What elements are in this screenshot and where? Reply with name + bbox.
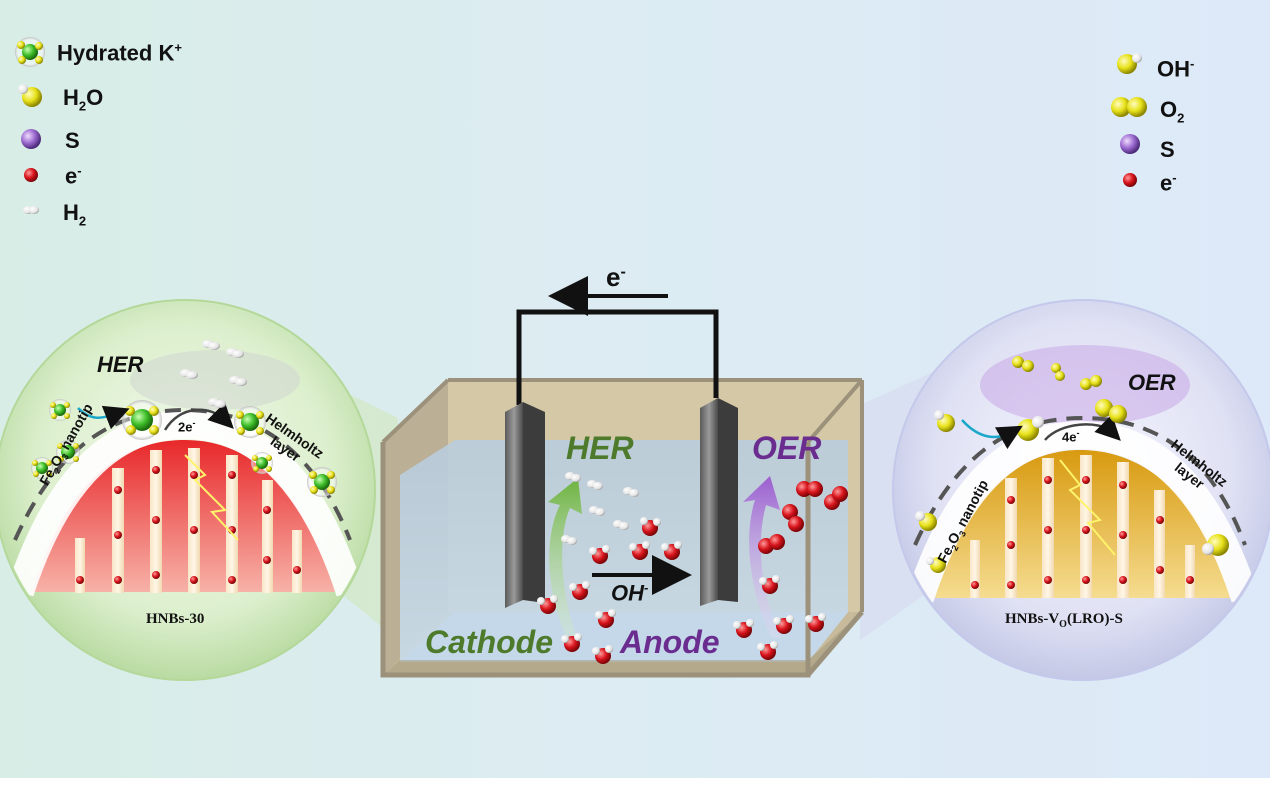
left-zoom-panel — [0, 299, 376, 681]
hydroxide-right-5 — [1202, 534, 1229, 556]
legend-electron-right: e- — [1160, 170, 1177, 196]
sulfur-atom-icon — [21, 129, 41, 149]
hydroxide-icon — [1117, 53, 1142, 74]
legend-hydrated-k: Hydrated K+ — [57, 40, 182, 66]
o2-molecules-cell — [758, 481, 848, 554]
right-panel-caption: HNBs-VO(LRO)-S — [1005, 611, 1123, 630]
h2-molecules-left — [180, 340, 247, 408]
water-molecule-icon — [18, 84, 42, 107]
electron-icon — [1123, 173, 1137, 187]
electron-icon — [24, 168, 38, 182]
hydroxide-migration-label: OH- — [611, 580, 649, 606]
hydrated-k-left-3 — [31, 457, 53, 479]
legend-sulfur-right: S — [1160, 137, 1175, 162]
anode-electrode — [700, 398, 718, 606]
legend-right — [1111, 53, 1147, 187]
fe2o3-nanotip-dome — [32, 440, 335, 592]
legend-hydrogen: H2 — [63, 200, 87, 229]
cell-oer-label: OER — [752, 430, 822, 466]
legend-left — [15, 37, 45, 214]
cathode-label: Cathode — [425, 624, 553, 660]
sulfur-atom-icon — [1120, 134, 1140, 154]
legend-sulfur: S — [65, 128, 80, 153]
nanorods-left — [75, 448, 302, 593]
nanorods-right — [970, 455, 1195, 598]
legend-electron: e- — [65, 163, 82, 189]
oxygen-molecule-icon — [1111, 97, 1147, 117]
electrons-in-rods-right — [971, 476, 1194, 589]
bottom-strip — [0, 778, 1270, 787]
helmholtz-layer-right — [913, 415, 1247, 546]
oer-flow-arrow — [743, 476, 782, 638]
hydrated-k-left-5 — [234, 406, 266, 438]
hydroxide-right-4 — [926, 557, 946, 573]
hydroxide-right-3 — [915, 511, 937, 531]
legend-hydroxide: OH- — [1157, 56, 1195, 82]
hydrated-k-left-6 — [251, 452, 273, 474]
circuit-electron-label: e- — [606, 262, 626, 292]
h2-molecules-cell — [561, 472, 639, 545]
o2-molecules-right — [1012, 356, 1127, 423]
right-panel-reaction: OER — [1128, 370, 1176, 395]
hydrated-k-left-2 — [56, 440, 80, 464]
hydrated-k-icon — [15, 37, 45, 67]
water-molecules-cell — [537, 517, 826, 664]
cathode-electrode — [505, 402, 523, 608]
left-panel-reaction: HER — [97, 352, 144, 377]
external-circuit — [516, 309, 719, 405]
legend-water: H2O — [63, 85, 104, 114]
helmholtz-layer-left — [13, 407, 352, 541]
anode-label: Anode — [620, 624, 720, 660]
hydrated-k-left-4 — [122, 400, 162, 440]
hydrated-k-left-7 — [307, 467, 337, 497]
hydrated-k-left-1 — [49, 399, 71, 421]
electrons-in-rods-left — [76, 466, 301, 584]
cell-her-label: HER — [566, 430, 634, 466]
hydroxide-right-1 — [934, 410, 955, 432]
right-panel-electron-count: 4e- — [1062, 428, 1080, 445]
hydrogen-molecule-icon — [23, 206, 39, 214]
left-panel-caption: HNBs-30 — [146, 611, 205, 627]
legend-oxygen: O2 — [1160, 97, 1185, 126]
left-panel-electron-count: 2e- — [178, 418, 196, 435]
right-zoom-panel — [892, 299, 1270, 681]
